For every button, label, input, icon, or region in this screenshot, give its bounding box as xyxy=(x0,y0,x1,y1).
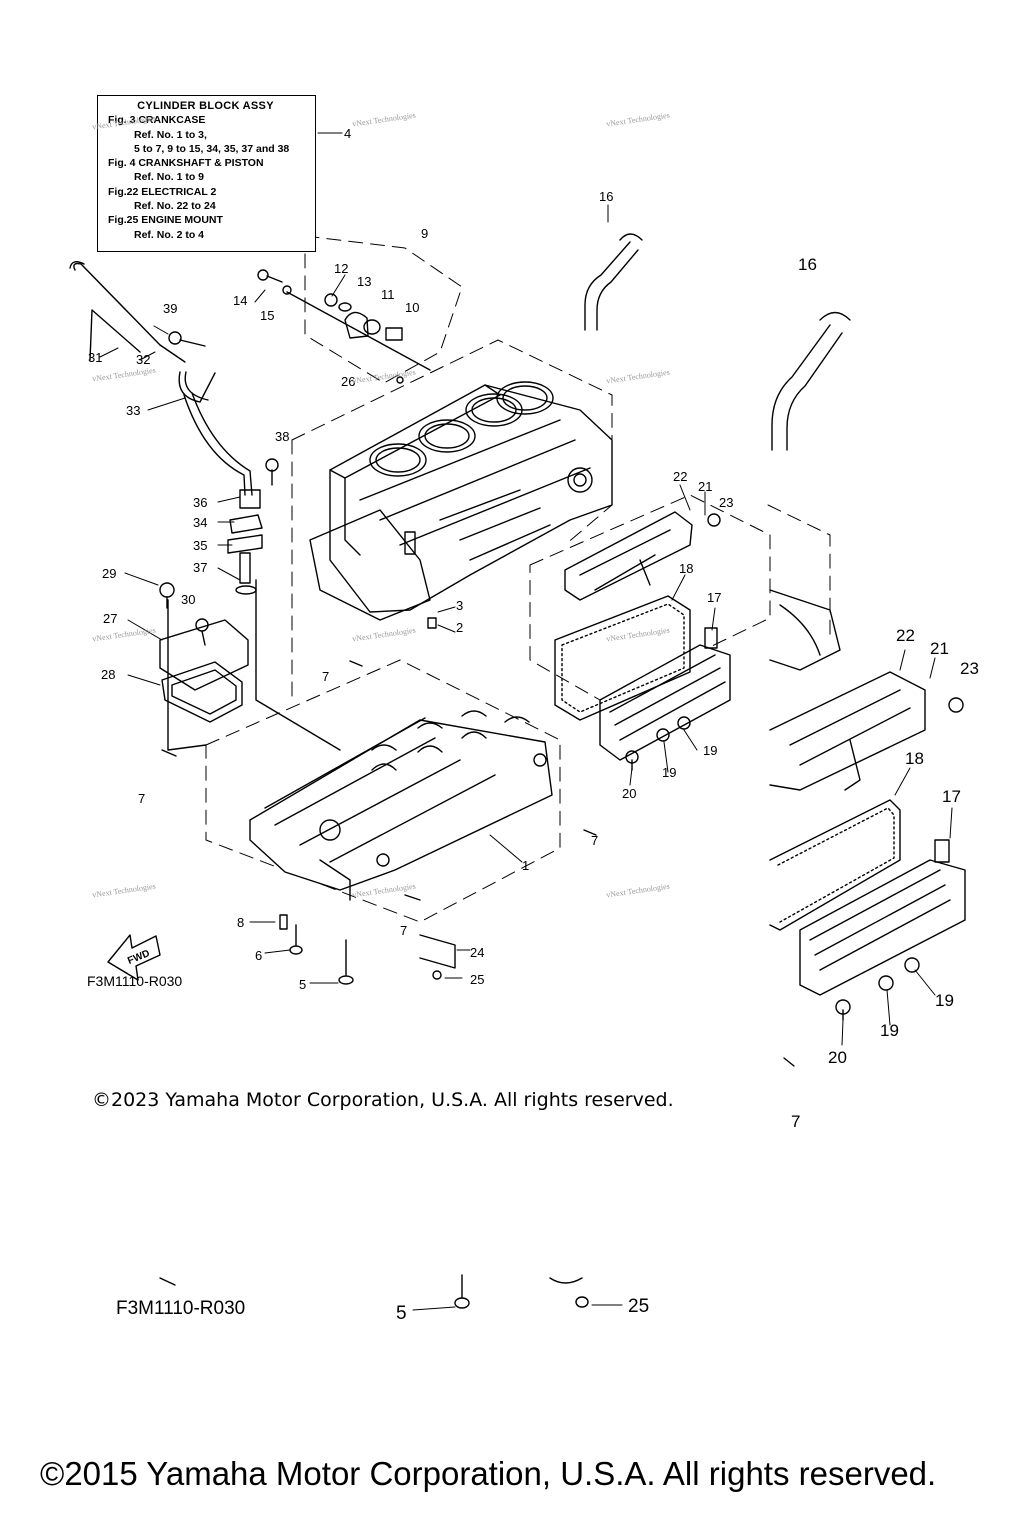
dashed-frame-cover xyxy=(529,494,771,701)
copyright-notice-large: ©2015 Yamaha Motor Corporation, U.S.A. A… xyxy=(40,1455,937,1492)
diagram-code-secondary: F3M1110-R030 xyxy=(116,1298,246,1319)
part-number-label: 23 xyxy=(719,495,733,510)
dashed-frame-upper xyxy=(291,235,613,701)
legend-line: Ref. No. 1 to 9 xyxy=(134,171,205,184)
part-number-label: 13 xyxy=(357,274,371,289)
part-number-label: 19 xyxy=(880,1021,899,1040)
legend-ref-label: 4 xyxy=(344,126,351,141)
dashed-frame-side xyxy=(767,504,831,641)
dipstick xyxy=(69,261,253,496)
part-number-label: 33 xyxy=(126,403,140,418)
part-number-label: 25 xyxy=(470,972,484,987)
legend-line: Fig.22 ELECTRICAL 2 xyxy=(108,185,217,198)
part-number-label: 9 xyxy=(421,226,428,241)
part-number-label: 7 xyxy=(138,791,145,806)
part-number-label: 10 xyxy=(405,300,419,315)
part-number-label: 30 xyxy=(181,592,195,607)
part-number-label: 25 xyxy=(628,1296,649,1317)
legend-line: Ref. No. 22 to 24 xyxy=(134,200,216,213)
part-number-label: 37 xyxy=(193,560,207,575)
side-intake-detail xyxy=(769,589,926,791)
legend-line: Ref. No. 1 to 3, xyxy=(134,128,207,141)
part-number-label: 7 xyxy=(791,1112,800,1131)
part-number-label: 20 xyxy=(828,1048,847,1067)
bolts xyxy=(159,269,964,1309)
side-cover xyxy=(799,839,966,996)
part-number-label: 7 xyxy=(400,923,407,938)
part-number-label: 38 xyxy=(275,429,289,444)
part-number-label: 22 xyxy=(673,469,687,484)
part-number-label: 16 xyxy=(599,189,613,204)
part-number-label: 26 xyxy=(341,374,355,389)
part-number-label: 28 xyxy=(101,667,115,682)
guide-tube-fitting xyxy=(227,489,341,751)
part-number-label: 18 xyxy=(679,561,693,576)
part-number-label: 27 xyxy=(103,611,117,626)
part-number-label: 21 xyxy=(930,639,949,658)
part-number-label: 21 xyxy=(698,479,712,494)
hose-main xyxy=(584,233,643,331)
gasket xyxy=(554,595,691,721)
part-number-label: 16 xyxy=(798,255,817,274)
part-number-label: 19 xyxy=(935,991,954,1010)
legend-title: CYLINDER BLOCK ASSY xyxy=(137,100,274,112)
part-number-label: 2 xyxy=(456,620,463,635)
part-number-label: 22 xyxy=(896,626,915,645)
legend-line: Fig. 4 CRANKSHAFT & PISTON xyxy=(108,157,264,170)
part-number-label: 19 xyxy=(662,765,676,780)
part-number-label: 1 xyxy=(522,858,529,873)
oil-cooler xyxy=(564,511,693,601)
part-number-label: 15 xyxy=(260,308,274,323)
part-number-labels: 1235677778910111213141516171819192021222… xyxy=(88,126,979,1324)
crankcase-lower xyxy=(249,710,553,901)
legend-line: Fig.25 ENGINE MOUNT xyxy=(108,214,223,227)
part-number-label: 17 xyxy=(942,787,961,806)
legend-line: 5 to 7, 9 to 15, 34, 35, 37 and 38 xyxy=(134,142,290,155)
leader-lines xyxy=(99,132,953,1311)
part-number-label: 5 xyxy=(396,1303,407,1324)
part-number-label: 20 xyxy=(622,786,636,801)
copyright-notice: ©2023 Yamaha Motor Corporation, U.S.A. A… xyxy=(92,1089,674,1111)
part-number-label: 36 xyxy=(193,495,207,510)
part-number-label: 6 xyxy=(255,948,262,963)
legend-line: Fig. 3 CRANKCASE xyxy=(108,114,206,127)
part-number-label: 8 xyxy=(237,915,244,930)
part-number-label: 29 xyxy=(102,566,116,581)
part-number-label: 35 xyxy=(193,538,207,553)
part-number-label: 17 xyxy=(707,590,721,605)
part-number-label: 31 xyxy=(88,350,102,365)
dashed-frame-lower xyxy=(205,659,561,923)
part-number-label: 19 xyxy=(703,743,717,758)
side-gasket xyxy=(769,799,901,931)
part-number-label: 34 xyxy=(193,515,207,530)
cover-plate xyxy=(159,599,249,751)
fwd-arrow: FWD xyxy=(107,934,161,981)
part-number-label: 7 xyxy=(591,833,598,848)
part-number-label: 24 xyxy=(470,945,484,960)
hose-side xyxy=(771,311,851,451)
part-number-label: 23 xyxy=(960,659,979,678)
legend-line: Ref. No. 2 to 4 xyxy=(134,228,205,241)
part-number-label: 32 xyxy=(136,352,150,367)
cylinder-block xyxy=(309,381,613,621)
part-number-label: 11 xyxy=(381,287,395,302)
part-number-label: 14 xyxy=(233,293,247,308)
part-number-label: 3 xyxy=(456,598,463,613)
part-number-label: 12 xyxy=(334,261,348,276)
part-number-label: 5 xyxy=(299,977,306,992)
part-number-label: 7 xyxy=(322,669,329,684)
part-number-label: 18 xyxy=(905,749,924,768)
part-number-label: 39 xyxy=(163,301,177,316)
diagram-code: F3M1110-R030 xyxy=(87,973,183,989)
